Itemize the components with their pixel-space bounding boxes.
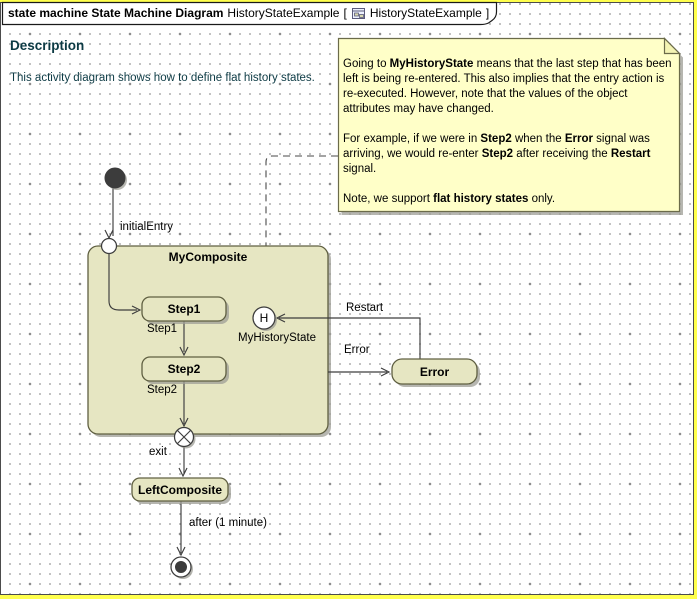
- history-state[interactable]: [252, 306, 276, 330]
- transition-label-initial-entry[interactable]: initialEntry: [120, 221, 174, 233]
- transition-label-error[interactable]: Error: [344, 344, 370, 356]
- initial-state[interactable]: [104, 167, 126, 189]
- transition-label-step1[interactable]: Step1: [147, 323, 178, 335]
- note-anchor-line[interactable]: [265, 155, 338, 302]
- leftcomposite-state-name[interactable]: LeftComposite: [138, 482, 222, 497]
- page-edge-bottom: [0, 595, 697, 599]
- description-title[interactable]: Description: [10, 38, 85, 53]
- frame-header-tab[interactable]: [1, 1, 498, 26]
- page-edge-right: [694, 0, 697, 598]
- note-paragraph: Going to MyHistoryState means that the l…: [343, 58, 672, 115]
- arrowhead-icon: [176, 546, 186, 557]
- exit-point-x-icon: [177, 430, 191, 444]
- history-state-name[interactable]: MyHistoryState: [238, 332, 316, 344]
- arrowhead-icon: [380, 367, 391, 377]
- arrowhead-icon: [275, 313, 286, 323]
- frame-kind-label: state machine State Machine Diagram: [8, 6, 224, 20]
- entry-point[interactable]: [100, 237, 118, 255]
- diagram-icon: [351, 7, 365, 19]
- transition-entry-to-step1[interactable]: [108, 253, 137, 311]
- frame-header[interactable]: state machine State Machine Diagram Hist…: [8, 6, 489, 20]
- page-edge-top: [0, 0, 697, 2]
- transition-label-exit[interactable]: exit: [149, 446, 167, 458]
- frame-context-name: HistoryStateExample: [369, 6, 482, 20]
- arrowhead-icon: [131, 305, 142, 315]
- composite-state-name[interactable]: MyComposite: [168, 250, 248, 264]
- description-body[interactable]: This activity diagram shows how to defin…: [10, 72, 315, 84]
- transition-label-step2[interactable]: Step2: [147, 384, 178, 396]
- step1-state-name[interactable]: Step1: [167, 302, 201, 316]
- transition-restart[interactable]: [279, 317, 421, 359]
- frame-bracket-close: ]: [485, 6, 490, 20]
- note-paragraph: Note, we support flat history states onl…: [343, 193, 556, 205]
- step1-state[interactable]: [141, 296, 227, 322]
- error-state[interactable]: [391, 358, 478, 385]
- arrowhead-icon: [104, 229, 114, 240]
- note[interactable]: [337, 37, 681, 213]
- note-fold-corner-icon: [663, 37, 681, 55]
- arrowhead-icon: [179, 346, 189, 357]
- arrowhead-icon: [178, 467, 188, 478]
- step2-state[interactable]: [141, 356, 227, 382]
- note-paragraph: For example, if we were in Step2 when th…: [343, 133, 651, 175]
- step2-state-name[interactable]: Step2: [167, 362, 201, 376]
- frame-bracket-open: [: [343, 6, 347, 20]
- arrowhead-icon: [179, 417, 189, 428]
- leftcomposite-state[interactable]: [131, 477, 229, 502]
- error-state-name[interactable]: Error: [419, 364, 450, 379]
- transition-label-after[interactable]: after (1 minute): [189, 517, 267, 529]
- composite-state[interactable]: [87, 245, 329, 435]
- history-state-letter: H: [259, 311, 269, 325]
- transition-label-restart[interactable]: Restart: [346, 302, 384, 314]
- frame-diagram-name: HistoryStateExample: [227, 6, 340, 20]
- note-text[interactable]: Going to MyHistoryState means that the l…: [343, 57, 674, 207]
- final-state-inner-icon: [175, 561, 187, 573]
